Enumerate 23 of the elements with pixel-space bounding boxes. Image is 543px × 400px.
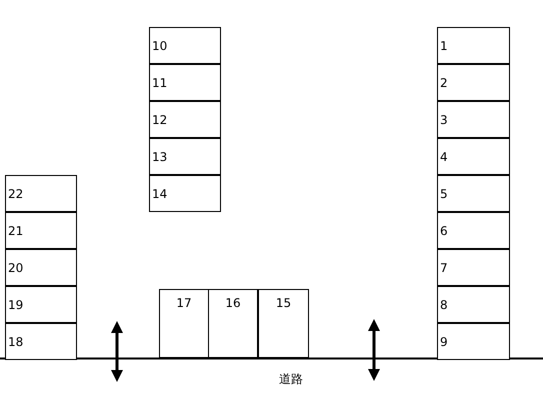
parking-slot: 21 [5, 212, 77, 249]
parking-slot: 13 [149, 138, 221, 175]
parking-slot: 10 [149, 27, 221, 64]
road-label: 道路 [279, 371, 303, 388]
parking-slot: 9 [437, 323, 510, 360]
parking-slot: 8 [437, 286, 510, 323]
parking-space: 17 [159, 289, 209, 358]
parking-slot: 14 [149, 175, 221, 212]
parking-slot: 18 [5, 323, 77, 360]
parking-slot: 2 [437, 64, 510, 101]
parking-slot: 19 [5, 286, 77, 323]
parking-slot: 7 [437, 249, 510, 286]
parking-slot: 12 [149, 101, 221, 138]
parking-slot: 20 [5, 249, 77, 286]
parking-slot: 4 [437, 138, 510, 175]
parking-slot: 22 [5, 175, 77, 212]
parking-slot: 6 [437, 212, 510, 249]
parking-slot: 1 [437, 27, 510, 64]
parking-slot: 3 [437, 101, 510, 138]
parking-space: 15 [258, 289, 309, 358]
parking-slot: 5 [437, 175, 510, 212]
parking-space: 16 [208, 289, 258, 358]
parking-slot: 11 [149, 64, 221, 101]
